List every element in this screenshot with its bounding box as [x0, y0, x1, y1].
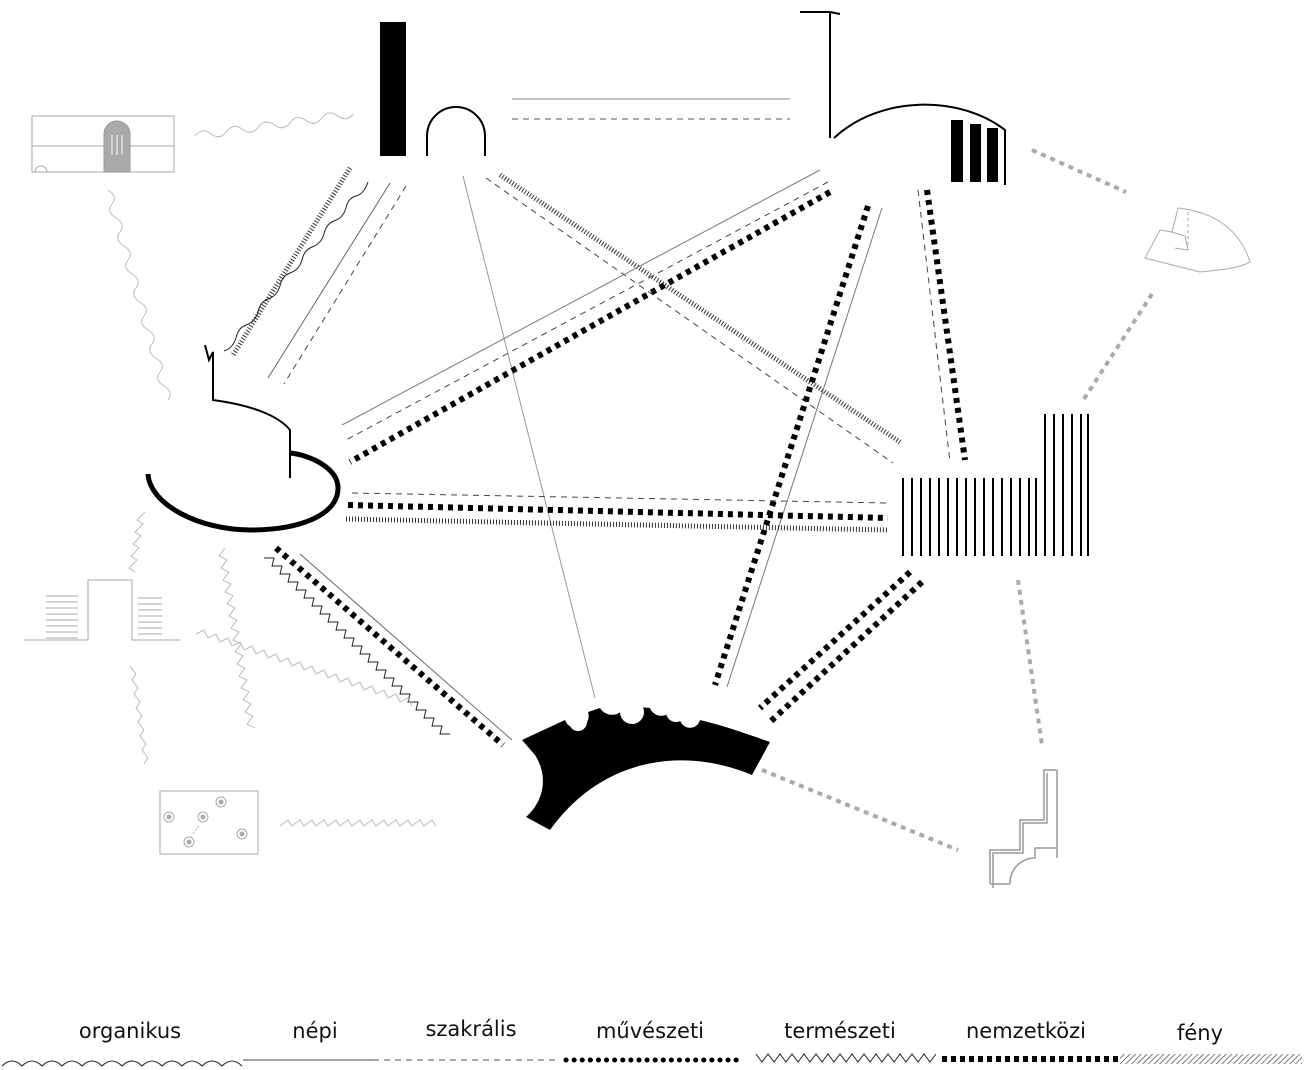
connection-faded-dotted: [761, 768, 959, 852]
connection-square-dotted: [712, 205, 871, 686]
connection-faded-zigzag: [129, 665, 149, 765]
stepped-building-icon: [24, 579, 180, 641]
connection-solid: [462, 175, 596, 699]
connection-faded-zigzag: [195, 629, 413, 707]
connection-dashed: [917, 189, 951, 463]
facade-sketch-icon: [31, 115, 175, 173]
stair-corner-icon: [989, 769, 1058, 888]
connection-faded-zigzag: [279, 819, 437, 827]
connection-square-dotted: [274, 545, 505, 748]
connection-faded-dotted: [1031, 148, 1127, 194]
connection-solid: [341, 169, 821, 426]
connection-square-dotted: [767, 579, 925, 725]
legend-label-szakralis: szakrális: [425, 1017, 516, 1041]
connection-dashed: [485, 177, 894, 464]
connection-solid: [267, 182, 391, 379]
connection-hatched: [498, 172, 902, 445]
connection-faded-zigzag: [128, 511, 146, 573]
crown-arc-icon: [522, 700, 770, 830]
legend-label-termeszeti: természeti: [784, 1019, 896, 1043]
shield-shape-icon: [1144, 207, 1251, 273]
connection-faded-wave: [194, 112, 354, 138]
legend-label-organikus: organikus: [79, 1019, 181, 1043]
legend-line-hatched: [1120, 1054, 1302, 1064]
connection-faded-dotted: [1016, 579, 1044, 746]
legend-label-nepi: népi: [292, 1019, 337, 1043]
connection-faded-wave: [107, 189, 171, 401]
connection-square-dotted: [347, 502, 889, 521]
connection-solid: [726, 207, 883, 688]
spire-dome-building-icon: [800, 11, 1006, 185]
connection-hatched: [345, 516, 889, 533]
legend-line-wave: [1, 1060, 243, 1067]
connection-hatched: [230, 166, 353, 357]
connection-dashed: [351, 492, 889, 504]
connection-square-dotted: [348, 189, 832, 465]
spiral-building-icon: [145, 344, 341, 533]
legend-label-nemzetkozi: nemzetközi: [966, 1019, 1086, 1043]
dots-box-icon: [159, 790, 259, 855]
vertical-lines-building-icon: [902, 414, 1089, 556]
connection-dashed: [345, 181, 829, 441]
legend-label-muveszeti: művészeti: [596, 1019, 704, 1043]
connection-square-dotted: [924, 189, 968, 461]
connection-zigzag: [264, 557, 450, 735]
legend-label-feny: fény: [1177, 1021, 1223, 1045]
legend-line-zigzag: [755, 1053, 937, 1063]
connection-dashed: [283, 185, 407, 385]
connection-faded-dotted: [1080, 292, 1154, 404]
connection-square-dotted: [757, 569, 913, 711]
connection-faded-zigzag: [218, 547, 256, 729]
legend: organikus népi szakrális művészeti termé…: [1, 1017, 1302, 1067]
connections: [107, 98, 1154, 852]
tower-and-arch-icon: [380, 22, 486, 156]
connection-solid: [299, 553, 513, 741]
connection-wave: [223, 181, 369, 352]
